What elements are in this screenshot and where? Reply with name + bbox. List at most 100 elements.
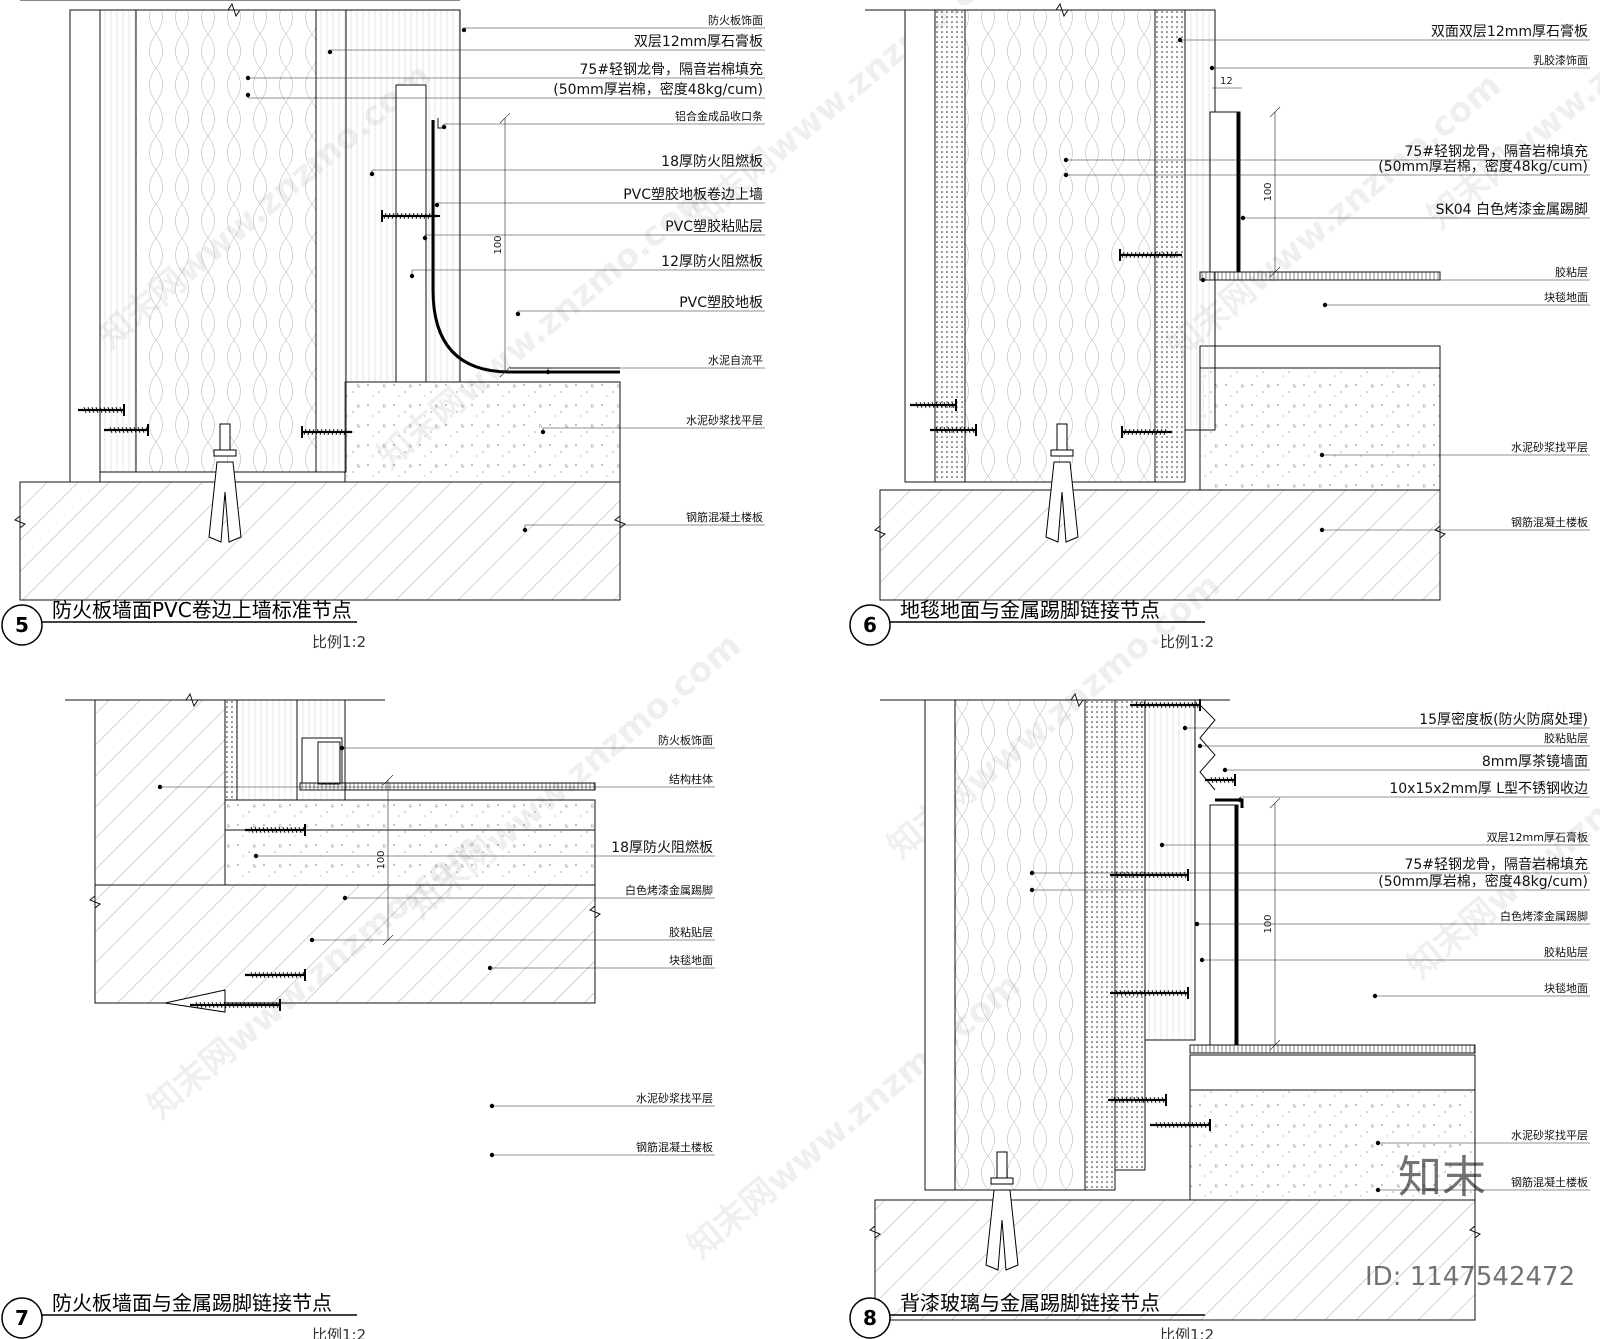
detail-scale: 比例1:2 bbox=[312, 1326, 366, 1339]
metal-skirting bbox=[1209, 111, 1241, 273]
callout: 双面双层12mm厚石膏板 bbox=[1177, 23, 1590, 43]
steel-stud-cavity bbox=[954, 699, 1086, 1191]
callout: 胶粘贴层 bbox=[1197, 731, 1590, 749]
gypsum-board bbox=[315, 9, 347, 473]
screed-top bbox=[1199, 345, 1441, 369]
screw-icon bbox=[245, 969, 306, 981]
callout-label: 块毯地面 bbox=[669, 953, 713, 967]
detail-number: 5 bbox=[15, 613, 29, 637]
screw-icon bbox=[1108, 1094, 1167, 1106]
callout: 块毯地面 bbox=[487, 953, 715, 971]
callout: 双层12mm厚石膏板 bbox=[1159, 830, 1590, 848]
callout: (50mm厚岩棉，密度48kg/cum) bbox=[1063, 158, 1590, 178]
screw-icon bbox=[245, 824, 306, 836]
break-mark bbox=[874, 518, 886, 546]
screw-icon bbox=[301, 426, 352, 438]
screw-icon bbox=[1121, 426, 1172, 438]
detail-number: 6 bbox=[863, 613, 877, 637]
callout-label: 双面双层12mm厚石膏板 bbox=[1431, 23, 1588, 40]
detail-scale: 比例1:2 bbox=[1160, 1326, 1214, 1339]
screw-icon bbox=[1119, 249, 1182, 261]
pvc-coved-flooring bbox=[431, 120, 620, 374]
break-mark bbox=[89, 888, 101, 916]
callout: 胶粘贴层 bbox=[1199, 945, 1590, 963]
callout: 防火板饰面 bbox=[339, 733, 715, 751]
callout-label: 白色烤漆金属踢脚 bbox=[625, 883, 713, 897]
callout-label: 10x15x2mm厚 L型不锈钢收边 bbox=[1389, 781, 1588, 797]
callout: 乳胶漆饰面 bbox=[1209, 53, 1590, 71]
detail-number: 8 bbox=[863, 1306, 877, 1330]
callout-label: SK04 白色烤漆金属踢脚 bbox=[1436, 201, 1588, 218]
detail-8: 10015厚密度板(防火防腐处理)胶粘贴层8mm厚茶镜墙面10x15x2mm厚 … bbox=[849, 692, 1590, 1339]
dimension-value: 100 bbox=[376, 850, 387, 869]
callout: 钢筋混凝土楼板 bbox=[1375, 1175, 1590, 1193]
break-mark bbox=[1469, 1218, 1481, 1246]
wall-plug bbox=[164, 989, 226, 1013]
mortar-screed bbox=[344, 381, 621, 483]
callout-label: 钢筋混凝土楼板 bbox=[636, 1140, 713, 1154]
dimension-line: 12 bbox=[1212, 76, 1242, 89]
callout-label: (50mm厚岩棉，密度48kg/cum) bbox=[553, 81, 763, 98]
screw-icon bbox=[910, 399, 957, 411]
gypsum-board bbox=[934, 9, 966, 483]
dimension-value: 100 bbox=[1263, 182, 1274, 201]
callout: 白色烤漆金属踢脚 bbox=[1194, 909, 1590, 927]
anchor-bolt-icon bbox=[1045, 423, 1079, 543]
break-mark bbox=[589, 898, 601, 926]
callout-label: 水泥砂浆找平层 bbox=[636, 1091, 713, 1105]
callout-label: 8mm厚茶镜墙面 bbox=[1482, 754, 1588, 770]
dimension-value: 12 bbox=[1220, 76, 1233, 87]
callout: 防火板饰面 bbox=[461, 13, 765, 33]
break-mark bbox=[614, 508, 626, 536]
detail-number: 7 bbox=[15, 1306, 29, 1330]
callout-label: 防火板饰面 bbox=[658, 733, 713, 747]
callout: 钢筋混凝土楼板 bbox=[489, 1140, 715, 1158]
callout: 块毯地面 bbox=[1322, 290, 1590, 308]
structural-column bbox=[94, 699, 226, 886]
callout: 水泥砂浆找平层 bbox=[1375, 1128, 1590, 1146]
callout: 15厚密度板(防火防腐处理) bbox=[1182, 711, 1590, 731]
callout: 胶粘贴层 bbox=[309, 925, 715, 943]
screed-top bbox=[1189, 1054, 1476, 1091]
detail-title: 背漆玻璃与金属踢脚链接节点 bbox=[900, 1291, 1160, 1315]
dimension-line: 100 bbox=[376, 774, 394, 946]
callout-label: PVC塑胶粘贴层 bbox=[665, 218, 763, 235]
gypsum-board bbox=[924, 699, 956, 1191]
dimension-line: 100 bbox=[1263, 106, 1281, 278]
callout-label: (50mm厚岩棉，密度48kg/cum) bbox=[1378, 873, 1588, 890]
callout-label: 结构柱体 bbox=[669, 772, 713, 786]
glass-edge bbox=[1199, 704, 1216, 791]
callout-label: 水泥砂浆找平层 bbox=[686, 413, 763, 427]
screw-icon bbox=[78, 404, 125, 416]
gypsum-board bbox=[1154, 9, 1186, 483]
callout-label: 钢筋混凝土楼板 bbox=[1511, 1175, 1588, 1189]
dimension-value: 100 bbox=[493, 235, 504, 254]
callout: 75#轻钢龙骨，隔音岩棉填充 bbox=[1029, 856, 1590, 876]
callout-label: 12厚防火阻燃板 bbox=[661, 253, 763, 270]
detail-scale: 比例1:2 bbox=[1160, 633, 1214, 651]
callout: 胶粘层 bbox=[1200, 265, 1590, 283]
callout-label: 75#轻钢龙骨，隔音岩棉填充 bbox=[1404, 856, 1588, 873]
callout-label: 块毯地面 bbox=[1544, 290, 1588, 304]
callout: 白色烤漆金属踢脚 bbox=[342, 883, 715, 901]
mortar-screed bbox=[224, 799, 596, 831]
callout: 18厚防火阻燃板 bbox=[253, 839, 715, 859]
fire-board-18 bbox=[236, 699, 298, 801]
callout-label: 白色烤漆金属踢脚 bbox=[1500, 909, 1588, 923]
screw-icon bbox=[1205, 774, 1236, 786]
callout: PVC塑胶地板 bbox=[515, 294, 765, 317]
callout: 水泥砂浆找平层 bbox=[1319, 440, 1590, 458]
break-mark bbox=[1434, 518, 1446, 546]
callout-label: 双层12mm厚石膏板 bbox=[1487, 830, 1588, 844]
column-finish bbox=[224, 699, 238, 801]
anchor-bolt-icon bbox=[208, 423, 242, 543]
callout-label: 乳胶漆饰面 bbox=[1533, 53, 1588, 67]
concrete-slab bbox=[879, 489, 1441, 601]
screw-icon bbox=[930, 424, 977, 436]
callout-label: 钢筋混凝土楼板 bbox=[686, 510, 763, 524]
callout: 75#轻钢龙骨，隔音岩棉填充 bbox=[245, 61, 765, 81]
callout: 双层12mm厚石膏板 bbox=[327, 33, 765, 55]
